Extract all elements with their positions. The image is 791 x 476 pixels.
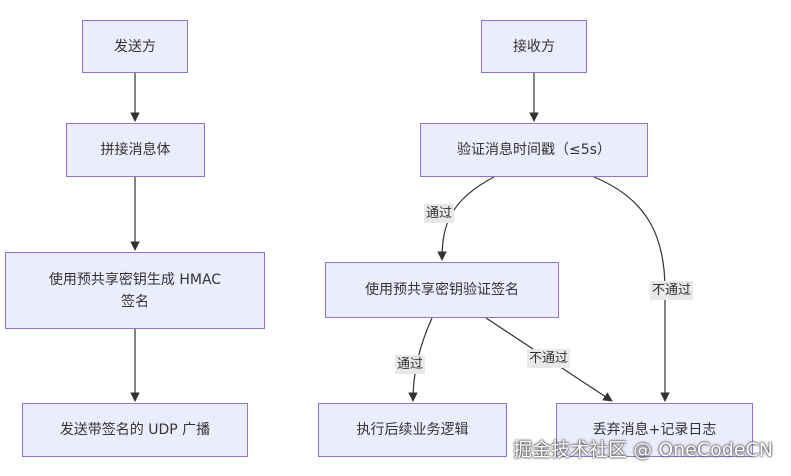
concat-label: 拼接消息体 [100, 142, 171, 158]
execute-label: 执行后续业务逻辑 [356, 422, 469, 438]
edge-label-signature-pass: 通过 [395, 355, 426, 374]
discard-label: 丢弃消息+记录日志 [592, 422, 717, 438]
send-label: 发送带签名的 UDP 广播 [59, 422, 211, 438]
verify-timestamp-label: 验证消息时间戳（≤5s） [457, 142, 611, 158]
verify-signature-label: 使用预共享密钥验证签名 [365, 282, 519, 298]
execute-node: 执行后续业务逻辑 [318, 403, 507, 457]
sender-node: 发送方 [82, 20, 188, 73]
hmac-label-line1: 使用预共享密钥生成 HMAC [48, 271, 222, 288]
sender-label: 发送方 [114, 38, 156, 55]
receiver-node: 接收方 [481, 20, 587, 73]
hmac-node: 使用预共享密钥生成 HMAC 签名 [5, 252, 265, 329]
verify-timestamp-node: 验证消息时间戳（≤5s） [420, 123, 648, 177]
edge-label-timestamp-fail: 不通过 [650, 281, 694, 300]
edge-label-signature-fail: 不通过 [527, 349, 571, 368]
verify-signature-node: 使用预共享密钥验证签名 [325, 262, 559, 318]
edge-label-timestamp-pass: 通过 [424, 204, 455, 223]
send-node: 发送带签名的 UDP 广播 [22, 403, 248, 457]
discard-node: 丢弃消息+记录日志 [556, 403, 753, 457]
watermark-text: 掘金技术社区 @ OneCodeCN [513, 439, 773, 461]
receiver-label: 接收方 [513, 38, 555, 55]
hmac-label-line2: 签名 [121, 293, 149, 310]
concat-node: 拼接消息体 [66, 123, 205, 177]
